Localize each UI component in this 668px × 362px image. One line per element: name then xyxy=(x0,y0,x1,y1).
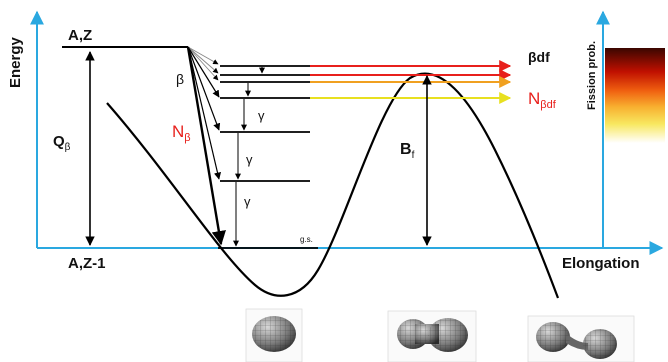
n-beta-label: Nβ xyxy=(172,122,191,144)
x-axis-label: Elongation xyxy=(562,255,640,272)
n-bdf-label: Nβdf xyxy=(528,89,557,111)
right-axis-label: Fission prob. xyxy=(586,41,598,110)
gamma-label-1: γ xyxy=(258,108,265,123)
barrier-height-label: Bf xyxy=(400,141,415,161)
parent-level-label: A,Z xyxy=(68,27,92,44)
q-beta-label: Qβ xyxy=(53,133,71,153)
y-axis-label: Energy xyxy=(7,36,24,88)
potential-curve-left xyxy=(106,72,560,299)
scission-shape xyxy=(527,315,635,362)
bdf-label: βdf xyxy=(528,49,550,65)
gamma-label-2: γ xyxy=(246,152,253,167)
beta-arrow-3 xyxy=(187,46,222,180)
beta-arrow-2 xyxy=(187,46,221,131)
spheroid-shape xyxy=(245,308,303,362)
beta-arrow-1 xyxy=(187,46,220,98)
daughter-level-label: A,Z-1 xyxy=(68,255,106,272)
beta-arrow-main xyxy=(186,46,226,246)
elongated-shape xyxy=(387,310,477,362)
fission-probability-bar xyxy=(605,48,665,143)
beta-label: β xyxy=(176,71,184,87)
beta-feeding-arrows xyxy=(187,46,219,81)
ground-state-label: g.s. xyxy=(300,235,313,244)
gamma-label-3: γ xyxy=(244,194,251,209)
